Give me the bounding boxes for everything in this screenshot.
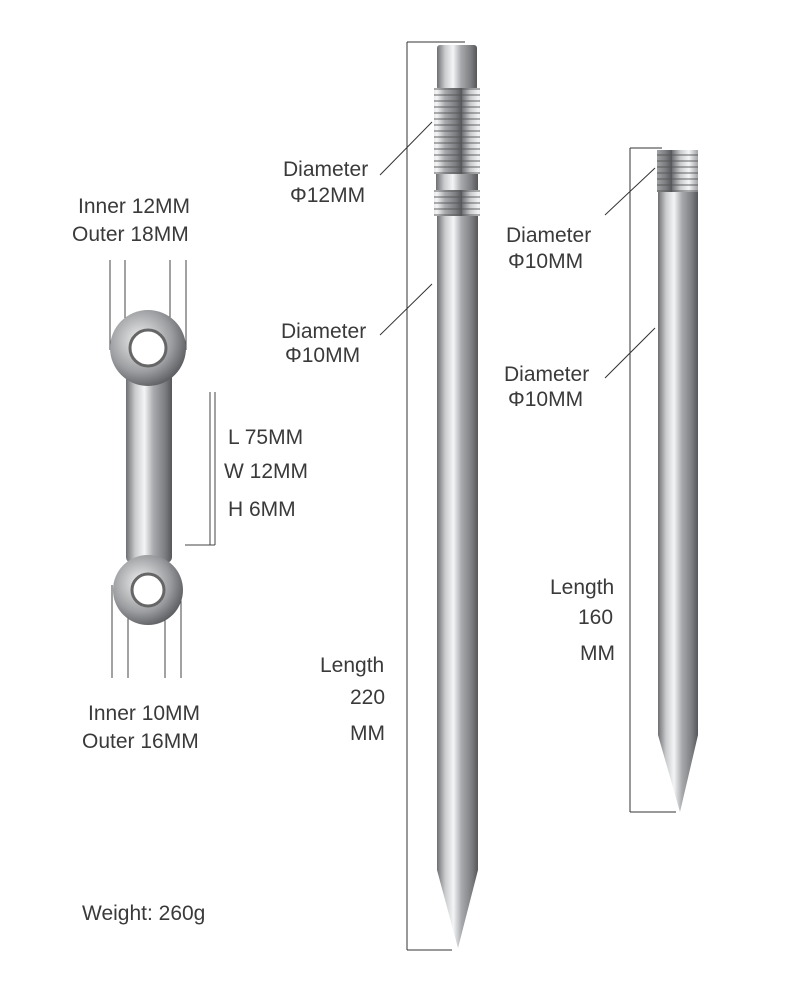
short-rod-length-label: Length xyxy=(550,576,615,599)
long-rod-body-value: Φ10MM xyxy=(285,344,361,367)
short-rod-thread-value: Φ10MM xyxy=(508,250,584,273)
short-rod-body-value: Φ10MM xyxy=(508,388,584,411)
link-bottom-outer-label: Outer 16MM xyxy=(82,730,199,753)
short-rod-length-value: 160 xyxy=(578,606,614,629)
long-rod-body-label: Diameter xyxy=(281,320,367,343)
long-rod-thread-value: Φ12MM xyxy=(290,184,366,207)
long-rod-length-value: 220 xyxy=(350,686,386,709)
link-height-label: H 6MM xyxy=(228,498,296,521)
link-top-inner-label: Inner 12MM xyxy=(78,195,191,218)
short-rod-body-label: Diameter xyxy=(504,363,590,386)
link-width-label: W 12MM xyxy=(224,460,308,483)
link-top-outer-label: Outer 18MM xyxy=(72,223,189,246)
short-rod-length-unit: MM xyxy=(580,642,615,665)
short-rod-length-bracket xyxy=(604,147,676,813)
link-bottom-inner-label: Inner 10MM xyxy=(88,702,201,725)
long-rod-length-unit: MM xyxy=(350,722,385,745)
weight-label: Weight: 260g xyxy=(82,902,206,925)
long-rod xyxy=(434,45,480,948)
link-length-label: L 75MM xyxy=(228,426,304,449)
long-rod-length-label: Length xyxy=(320,654,385,677)
long-rod-thread-label: Diameter xyxy=(283,158,369,181)
short-rod xyxy=(657,150,698,812)
long-rod-length-bracket xyxy=(379,41,465,951)
link-bar xyxy=(110,310,186,625)
short-rod-thread-label: Diameter xyxy=(506,224,592,247)
